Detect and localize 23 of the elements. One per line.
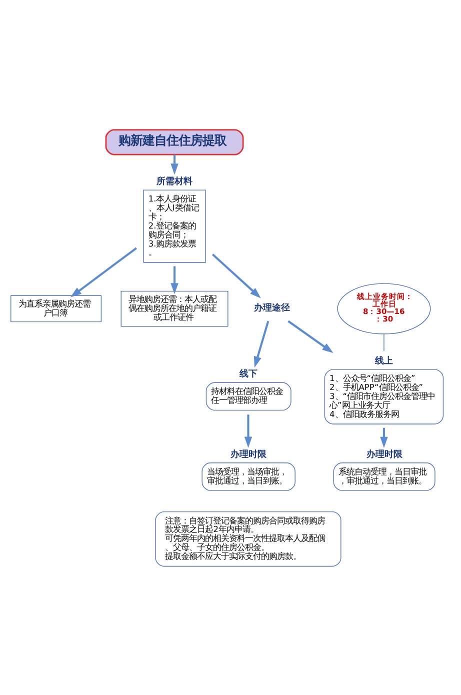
arrow: [70, 246, 137, 297]
node-label: 线下: [240, 369, 258, 380]
arrow: [170, 266, 178, 294]
node-box: 当场受理，当场审批，审批通过，当日到账。: [202, 462, 296, 490]
arrow: [212, 253, 261, 298]
node-box: 持材料在信阳公积金任一管理部办理: [206, 382, 292, 410]
node-label: 所需材料: [156, 176, 193, 187]
arrow: [380, 427, 388, 448]
node-label: 办理时限: [366, 449, 402, 460]
node-box: 为直系亲属购房还需户口簿: [10, 294, 102, 322]
node-box: 注意：自签订登记备案的购房合同或取得购房款发票之日起2年内申请。 可凭两年内的相关资料一次性提取本人及配偶、父母、子女的住房公积金。 提取金额不应大于实际支付的购房款。: [155, 510, 342, 566]
node-label: 线上: [375, 356, 394, 366]
node-box: 1、公众号“信阳公积金” 2、手机APP“信阳公积金” 3、“信阳市住房公积金管理中心”网上业务大厅 4、信阳政务服务网: [324, 368, 444, 424]
node-label: 办理时限: [230, 449, 267, 460]
arrow: [244, 414, 252, 448]
node-box: 购新建自住住房提取: [105, 128, 244, 155]
arrow: [254, 320, 270, 368]
arrow: [288, 320, 334, 353]
node-box: 异地购房还需：本人或配偶在购房所在地的户籍证或工作证件: [120, 290, 228, 326]
node-box: 1.本人身份证、本人I类借记卡； 2.登记备案的购房合同； 3.购房款发票。: [143, 189, 206, 262]
node-text: 办理途径: [254, 302, 290, 313]
node-box: 系统自动受理，当日审批，审批通过，当日到账。: [333, 462, 436, 490]
arrow: [170, 154, 178, 174]
